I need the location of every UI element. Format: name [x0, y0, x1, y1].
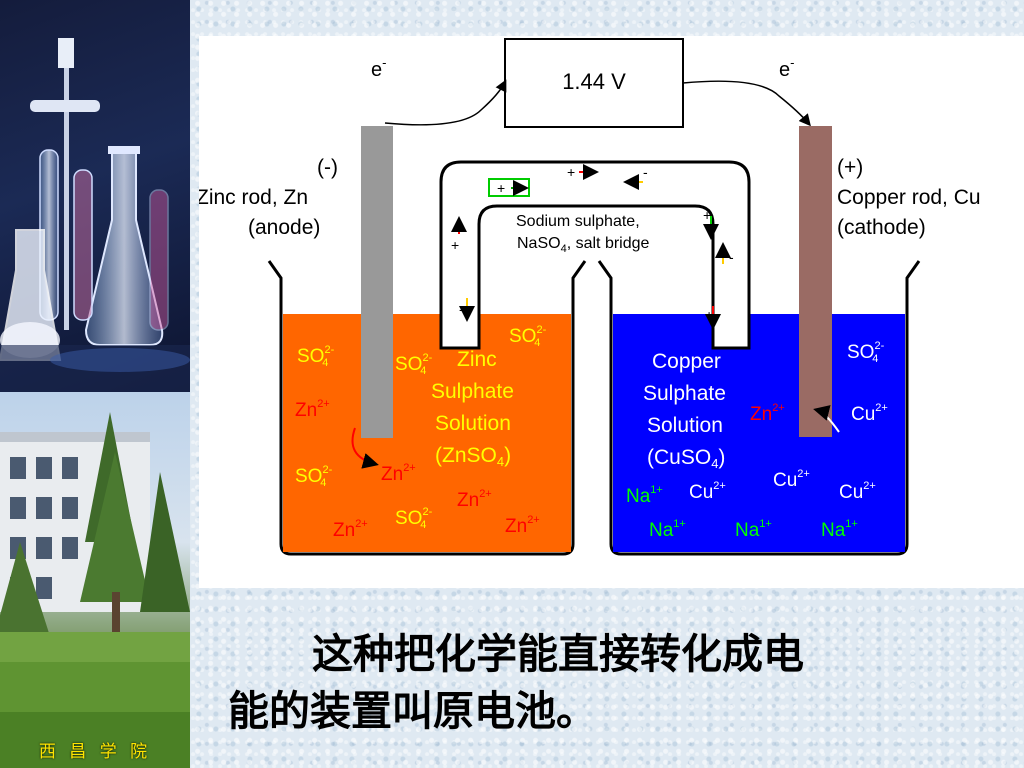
svg-text:Na1+: Na1+ — [821, 518, 858, 541]
lab-glassware-illustration — [0, 38, 190, 392]
left-beaker-ions: SO2-4 SO2-4 SO2-4 Zn2+ SO2-4 Zn2+ Zn2+ Z… — [295, 324, 547, 541]
voltmeter-reading: 1.44 V — [562, 69, 626, 94]
svg-text:Zn2+: Zn2+ — [295, 398, 330, 421]
svg-text:SO2-4: SO2-4 — [297, 344, 335, 369]
svg-text:(ZnSO4): (ZnSO4) — [435, 444, 511, 469]
cathode-sign: (+) — [837, 156, 863, 179]
right-beaker-ions: SO2-4 Zn2+ Cu2+ Cu2+ Na1+ Cu2+ Cu2+ Na1+… — [626, 340, 888, 541]
svg-text:Na1+: Na1+ — [735, 518, 772, 541]
copper-sulphate-solution — [613, 314, 905, 552]
svg-text:+: + — [567, 164, 575, 180]
caption-line-1: 这种把化学能直接转化成电 — [312, 630, 804, 678]
anode-sign: (-) — [317, 156, 338, 179]
zinc-sulphate-solution — [283, 314, 571, 552]
svg-text:Cu2+: Cu2+ — [689, 480, 726, 503]
svg-text:-: - — [459, 301, 464, 317]
right-wire — [682, 80, 811, 127]
svg-text:Zn2+: Zn2+ — [505, 514, 540, 537]
right-beaker-outline — [597, 260, 921, 556]
campus-illustration — [0, 412, 190, 768]
left-wire — [384, 79, 507, 126]
svg-text:Na1+: Na1+ — [626, 484, 663, 507]
caption-line-2: 能的装置叫原电池。 — [228, 687, 597, 735]
copper-sulphate-label: Copper Sulphate Solution (CuSO4) — [643, 350, 726, 471]
lab-glassware-photo — [0, 0, 190, 392]
caption: 这种把化学能直接转化成电 能的装置叫原电池。 — [228, 626, 988, 740]
svg-text:SO2-4: SO2-4 — [847, 340, 885, 365]
svg-text:+: + — [705, 307, 713, 323]
zinc-sulphate-label: Zinc Sulphate Solution (ZnSO4) — [431, 348, 514, 469]
svg-text:SO2-4: SO2-4 — [395, 506, 433, 531]
cathode-name: Copper rod, Cu — [837, 186, 981, 209]
svg-text:Zn2+: Zn2+ — [333, 518, 368, 541]
salt-bridge-label-2: NaSO4, salt bridge — [517, 235, 650, 255]
svg-text:Zn2+: Zn2+ — [381, 462, 416, 485]
electron-label-right: e- — [779, 55, 794, 81]
svg-text:Solution: Solution — [647, 414, 723, 437]
galvanic-cell-diagram: 1.44 V e- e- (-) Zinc rod, Zn (anode) (+… — [196, 36, 1024, 588]
anode-name: Zinc rod, Zn — [199, 186, 308, 209]
copper-rod — [799, 126, 832, 437]
svg-text:-: - — [729, 249, 734, 265]
svg-text:Zn2+: Zn2+ — [457, 488, 492, 511]
svg-text:Sulphate: Sulphate — [643, 382, 726, 405]
svg-text:(CuSO4): (CuSO4) — [647, 446, 725, 471]
svg-text:Cu2+: Cu2+ — [851, 402, 888, 425]
svg-text:SO2-4: SO2-4 — [509, 324, 547, 349]
svg-text:+: + — [703, 207, 711, 223]
salt-bridge-label-1: Sodium sulphate, — [516, 213, 640, 230]
svg-text:+: + — [497, 180, 505, 196]
svg-text:SO2-4: SO2-4 — [395, 352, 433, 377]
svg-text:Copper: Copper — [652, 350, 721, 373]
school-name: 西 昌 学 院 — [38, 742, 152, 762]
svg-text:Cu2+: Cu2+ — [773, 468, 810, 491]
svg-text:-: - — [643, 164, 648, 180]
galvanic-cell-svg: 1.44 V e- e- (-) Zinc rod, Zn (anode) (+… — [196, 38, 981, 556]
svg-text:+: + — [451, 237, 459, 253]
svg-text:Na1+: Na1+ — [649, 518, 686, 541]
sidebar: 西 昌 学 院 — [0, 0, 190, 768]
svg-text:Zinc: Zinc — [457, 348, 497, 371]
svg-text:Sulphate: Sulphate — [431, 380, 514, 403]
electron-label-left: e- — [371, 55, 386, 81]
svg-text:SO2-4: SO2-4 — [295, 464, 333, 489]
anode-role: (anode) — [248, 216, 320, 239]
left-beaker-outline — [267, 260, 587, 556]
cathode-role: (cathode) — [837, 216, 926, 239]
svg-text:Cu2+: Cu2+ — [839, 480, 876, 503]
svg-text:Zn2+: Zn2+ — [750, 402, 785, 425]
bridge-ion-arrows: + + - + - + - + — [451, 164, 734, 330]
campus-building-photo: 西 昌 学 院 — [0, 392, 190, 768]
zinc-rod — [361, 126, 393, 438]
svg-text:Solution: Solution — [435, 412, 511, 435]
